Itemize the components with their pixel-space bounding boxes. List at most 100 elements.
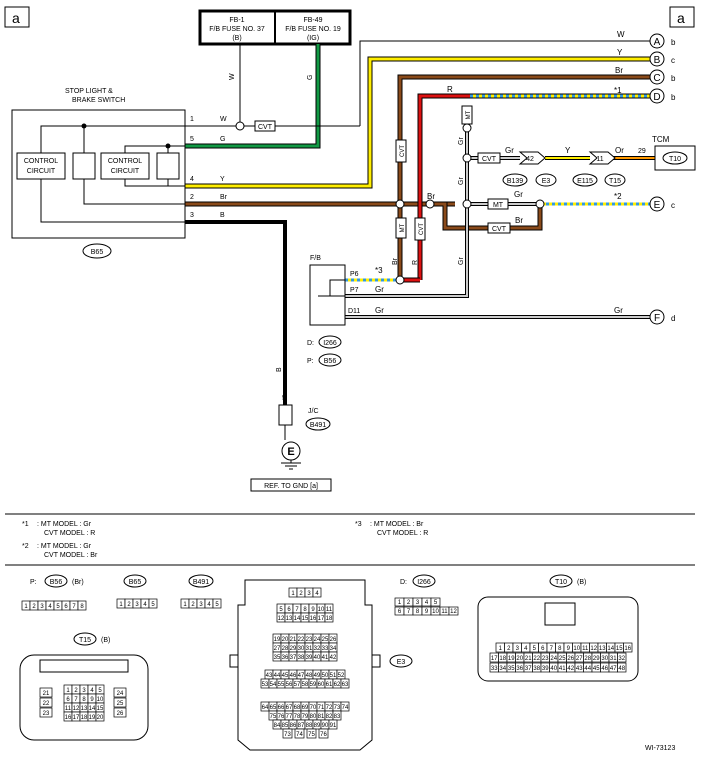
e3-pin-19: 19 bbox=[274, 637, 281, 643]
t10-pin-35: 35 bbox=[508, 666, 515, 672]
wire-label-g: G bbox=[307, 75, 314, 80]
pin-1-color: W bbox=[220, 116, 227, 123]
b491-pin-3: 3 bbox=[199, 602, 203, 608]
e3-pin-84: 84 bbox=[274, 723, 281, 729]
e3-pin-15: 15 bbox=[302, 616, 309, 622]
i266-name: I266 bbox=[417, 579, 431, 586]
t10-pin-21: 21 bbox=[525, 656, 532, 662]
e3-pin-6: 6 bbox=[287, 607, 291, 613]
e3-pin-40: 40 bbox=[314, 655, 321, 661]
e3-pin-76: 76 bbox=[278, 714, 285, 720]
e3-name: E3 bbox=[397, 659, 406, 666]
svg-text:B: B bbox=[654, 55, 661, 66]
e3-pin-77: 77 bbox=[286, 714, 293, 720]
e3-pin-44: 44 bbox=[274, 673, 281, 679]
tag-mt-gray: MT bbox=[466, 110, 472, 119]
svg-text:d: d bbox=[671, 314, 675, 323]
svg-text:C: C bbox=[653, 73, 660, 84]
wire-label-w: W bbox=[229, 73, 236, 80]
t10-pin-47: 47 bbox=[610, 666, 617, 672]
e3-pin-52: 52 bbox=[338, 673, 345, 679]
t10-pin-26: 26 bbox=[567, 656, 574, 662]
label-br-top: Br bbox=[615, 66, 623, 75]
label-gr-d11: Gr bbox=[614, 306, 623, 315]
switch-title-2: BRAKE SWITCH bbox=[72, 97, 125, 104]
e3-pin-45: 45 bbox=[282, 673, 289, 679]
fb-d11: D11 bbox=[348, 308, 360, 315]
t15-pin-2: 2 bbox=[74, 688, 78, 694]
e3-pin-33: 33 bbox=[322, 646, 329, 652]
b56-pin-6: 6 bbox=[64, 604, 68, 610]
e3-pin-56: 56 bbox=[286, 682, 293, 688]
b491-pin-4: 4 bbox=[207, 602, 211, 608]
t10-pin-7: 7 bbox=[550, 646, 554, 652]
e3-pin-28: 28 bbox=[282, 646, 289, 652]
fb-p7: P7 bbox=[350, 287, 359, 294]
e3-pin-83: 83 bbox=[334, 714, 341, 720]
switch-title-1: STOP LIGHT & bbox=[65, 88, 113, 95]
t10-pin-15: 15 bbox=[616, 646, 623, 652]
fuse2-type: (IG) bbox=[307, 35, 319, 42]
e3-pin-58: 58 bbox=[302, 682, 309, 688]
wire-red bbox=[418, 94, 650, 280]
note1-mark: *1 bbox=[22, 521, 29, 528]
t10-pin-12: 12 bbox=[590, 646, 597, 652]
fuse2-name: FB-49 bbox=[303, 17, 322, 24]
circuit1-l1: CONTROL bbox=[24, 158, 58, 165]
tag-mt-brown: MT bbox=[400, 223, 406, 232]
b491-pin-5: 5 bbox=[215, 602, 219, 608]
t15-side-25: 25 bbox=[117, 701, 124, 707]
t10-pin-45: 45 bbox=[593, 666, 600, 672]
t10-body bbox=[477, 596, 639, 682]
label-r-vert: R bbox=[412, 260, 419, 265]
pin-3-color: B bbox=[220, 212, 225, 219]
e3-pin-20: 20 bbox=[282, 637, 289, 643]
e3-pin-1: 1 bbox=[291, 591, 295, 597]
label-br-mid: Br bbox=[427, 192, 435, 201]
e3-pin-79: 79 bbox=[302, 714, 309, 720]
t10-pin-27: 27 bbox=[576, 656, 583, 662]
fb-d-label: D: bbox=[307, 340, 314, 347]
i266-bottom-pin-6: 6 bbox=[398, 609, 402, 615]
tcm-pin: 29 bbox=[638, 148, 646, 155]
e3-pin-12: 12 bbox=[278, 616, 285, 622]
e3-pin-81: 81 bbox=[318, 714, 325, 720]
t10-pin-10: 10 bbox=[573, 646, 580, 652]
pin-5-color: G bbox=[220, 136, 225, 143]
b56-pin-8: 8 bbox=[80, 604, 84, 610]
doc-id: WI-73123 bbox=[645, 745, 675, 752]
t10-pin-16: 16 bbox=[624, 646, 631, 652]
label-or: Or bbox=[615, 146, 624, 155]
e3-pin-25: 25 bbox=[322, 637, 329, 643]
note2-l2: CVT MODEL : Br bbox=[44, 552, 98, 559]
t15-pin-9: 9 bbox=[90, 697, 94, 703]
e3-pin-8: 8 bbox=[303, 607, 307, 613]
t10-pin-41: 41 bbox=[559, 666, 566, 672]
t15-pin-8: 8 bbox=[82, 697, 86, 703]
e3-pin-26: 26 bbox=[330, 637, 337, 643]
wire-green bbox=[185, 44, 320, 148]
switch-connector: B65 bbox=[91, 249, 104, 256]
b65-pin-1: 1 bbox=[119, 602, 123, 608]
label-star3: *3 bbox=[375, 266, 383, 275]
e3-pin-64: 64 bbox=[262, 705, 269, 711]
t10-pin-5: 5 bbox=[533, 646, 537, 652]
t15-pin-19: 19 bbox=[89, 715, 96, 721]
t10-pin-34: 34 bbox=[499, 666, 506, 672]
note3-l1: : MT MODEL : Br bbox=[370, 521, 424, 528]
i266-bottom-pin-8: 8 bbox=[416, 609, 420, 615]
t10-pin-48: 48 bbox=[618, 666, 625, 672]
t15-body bbox=[19, 654, 149, 741]
e3-bottom-pin-76: 76 bbox=[320, 732, 327, 738]
t10-pin-18: 18 bbox=[499, 656, 506, 662]
e3-pin-2: 2 bbox=[299, 591, 303, 597]
t10-pin-28: 28 bbox=[584, 656, 591, 662]
e3-pin-23: 23 bbox=[306, 637, 313, 643]
conn-e3: E3 bbox=[542, 178, 551, 185]
fuse1-desc: F/B FUSE NO. 37 bbox=[209, 26, 265, 33]
svg-text:F: F bbox=[654, 313, 660, 324]
t10-pin-36: 36 bbox=[516, 666, 523, 672]
e3-pin-11: 11 bbox=[326, 607, 333, 613]
